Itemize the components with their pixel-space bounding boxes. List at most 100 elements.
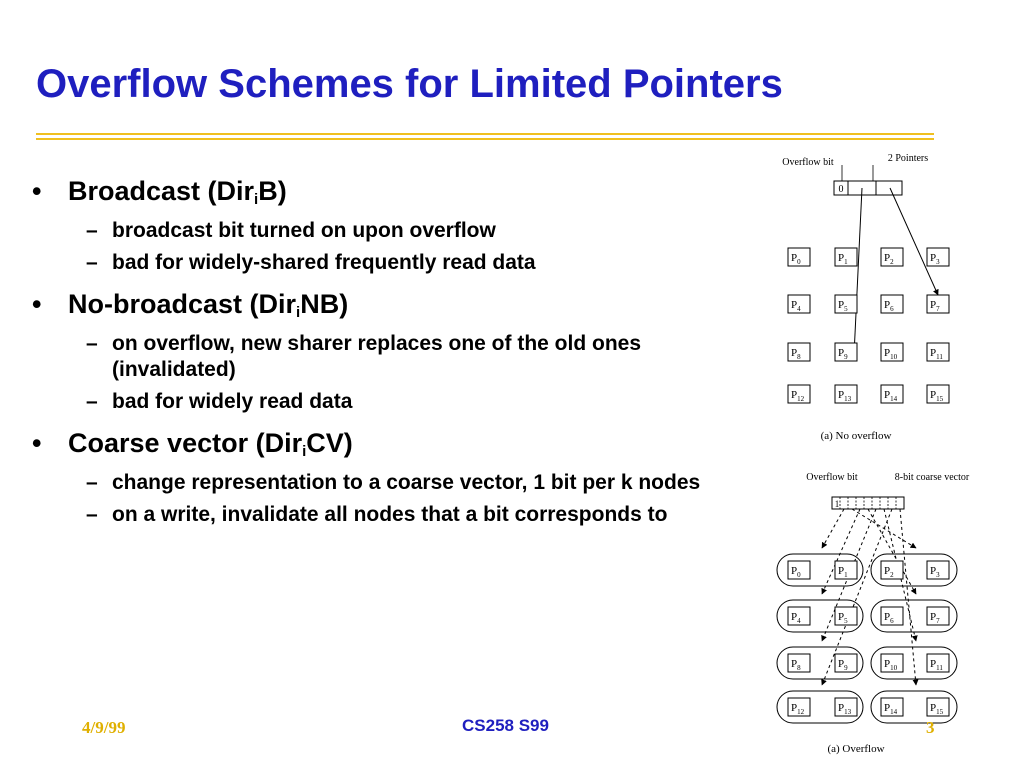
node-box: P3 — [926, 247, 950, 267]
node-box: P1 — [834, 247, 858, 267]
node-box: P3 — [926, 560, 950, 580]
node-box: P14 — [880, 697, 904, 717]
node-group-oval — [776, 646, 864, 680]
node-box: P6 — [880, 294, 904, 314]
svg-text:P9: P9 — [838, 658, 848, 672]
overflow-bit-label-b: Overflow bit — [806, 472, 858, 483]
node-box: P14 — [880, 384, 904, 404]
sub-bullet: – on overflow, new sharer replaces one o… — [86, 332, 642, 381]
svg-text:P5: P5 — [838, 299, 848, 313]
dash-icon: – — [86, 219, 98, 242]
node-group-oval — [870, 646, 958, 680]
sub-bullet: – change representation to a coarse vect… — [86, 471, 701, 494]
svg-text:P6: P6 — [884, 611, 894, 625]
svg-text:P4: P4 — [791, 611, 801, 625]
node-box: P11 — [926, 342, 950, 362]
title-rule-bottom — [36, 138, 934, 140]
node-box: P8 — [787, 653, 811, 673]
coarse-vector-bits — [839, 497, 897, 509]
node-group-oval — [870, 690, 958, 724]
svg-text:P3: P3 — [930, 252, 940, 266]
slide-title: Overflow Schemes for Limited Pointers — [36, 62, 783, 106]
node-box: P13 — [834, 697, 858, 717]
bullet-coarse-vector: • Coarse vector (DiriCV) — [32, 428, 353, 460]
sub-bullet: – on a write, invalidate all nodes that … — [86, 503, 668, 526]
node-box: P5 — [834, 606, 858, 626]
node-group-oval — [776, 553, 864, 587]
footer-page-number: 3 — [926, 718, 935, 737]
footer-date: 4/9/99 — [82, 718, 126, 737]
svg-text:P6: P6 — [884, 299, 894, 313]
node-box: P7 — [926, 294, 950, 314]
caption-a: (a) No overflow — [821, 430, 892, 442]
node-box: P8 — [787, 342, 811, 362]
svg-text:P0: P0 — [791, 252, 801, 266]
node-box: P15 — [926, 384, 950, 404]
node-box: P0 — [787, 560, 811, 580]
svg-text:P7: P7 — [930, 611, 940, 625]
pointer-arrow-2 — [889, 187, 939, 296]
pointers-label: 2 Pointers — [888, 153, 928, 164]
node-box: P7 — [926, 606, 950, 626]
node-group-oval — [870, 599, 958, 633]
svg-text:P2: P2 — [884, 252, 894, 266]
sub-bullet: – bad for widely read data — [86, 390, 353, 413]
bullet-icon: • — [32, 176, 42, 206]
node-box: P4 — [787, 294, 811, 314]
svg-text:P5: P5 — [838, 611, 848, 625]
caption-b: (a) Overflow — [827, 743, 884, 755]
dash-icon: – — [86, 503, 98, 526]
node-box: P4 — [787, 606, 811, 626]
pointer-arrow-1 — [851, 187, 863, 356]
bullet-icon: • — [32, 289, 42, 319]
svg-text:P9: P9 — [838, 347, 848, 361]
coarse-vector-label: 8-bit coarse vector — [895, 472, 970, 483]
node-box: P12 — [787, 697, 811, 717]
node-box: P10 — [880, 653, 904, 673]
node-box: P6 — [880, 606, 904, 626]
node-box: P1 — [834, 560, 858, 580]
node-group-oval — [776, 690, 864, 724]
svg-text:P1: P1 — [838, 565, 848, 579]
slide-content: • Broadcast (DiriB) – broadcast bit turn… — [30, 175, 720, 528]
dash-icon: – — [86, 251, 98, 274]
dash-icon: – — [86, 332, 98, 355]
bullet-no-broadcast: • No-broadcast (DiriNB) — [32, 289, 349, 321]
node-box: P10 — [880, 342, 904, 362]
svg-text:P7: P7 — [930, 299, 940, 313]
bullet-broadcast: • Broadcast (DiriB) — [32, 176, 287, 208]
node-box: P11 — [926, 653, 950, 673]
overflow-bit-label-a: Overflow bit — [782, 157, 834, 168]
svg-text:P8: P8 — [791, 658, 801, 672]
node-group-oval — [776, 599, 864, 633]
node-box: P12 — [787, 384, 811, 404]
footer-course: CS258 S99 — [462, 716, 549, 735]
node-box: P0 — [787, 247, 811, 267]
svg-text:P1: P1 — [838, 252, 848, 266]
svg-text:P8: P8 — [791, 347, 801, 361]
dash-icon: – — [86, 390, 98, 413]
bullet-icon: • — [32, 428, 42, 458]
coarse-vector-register — [831, 496, 905, 510]
sub-bullet: – bad for widely-shared frequently read … — [86, 251, 536, 274]
sub-bullet: – broadcast bit turned on upon overflow — [86, 219, 496, 242]
pointer-register — [833, 180, 903, 196]
node-box: P2 — [880, 560, 904, 580]
node-box: P5 — [834, 294, 858, 314]
node-box: P2 — [880, 247, 904, 267]
node-box: P15 — [926, 697, 950, 717]
overflow-bit-value-a: 0 — [839, 184, 844, 195]
node-box: P9 — [834, 653, 858, 673]
dash-icon: – — [86, 471, 98, 494]
node-box: P13 — [834, 384, 858, 404]
overflow-bit-value-b: 1 — [835, 499, 840, 509]
title-rule-top — [36, 133, 934, 135]
node-box: P9 — [834, 342, 858, 362]
svg-text:P0: P0 — [791, 565, 801, 579]
svg-text:P3: P3 — [930, 565, 940, 579]
node-group-oval — [870, 553, 958, 587]
svg-text:P2: P2 — [884, 565, 894, 579]
